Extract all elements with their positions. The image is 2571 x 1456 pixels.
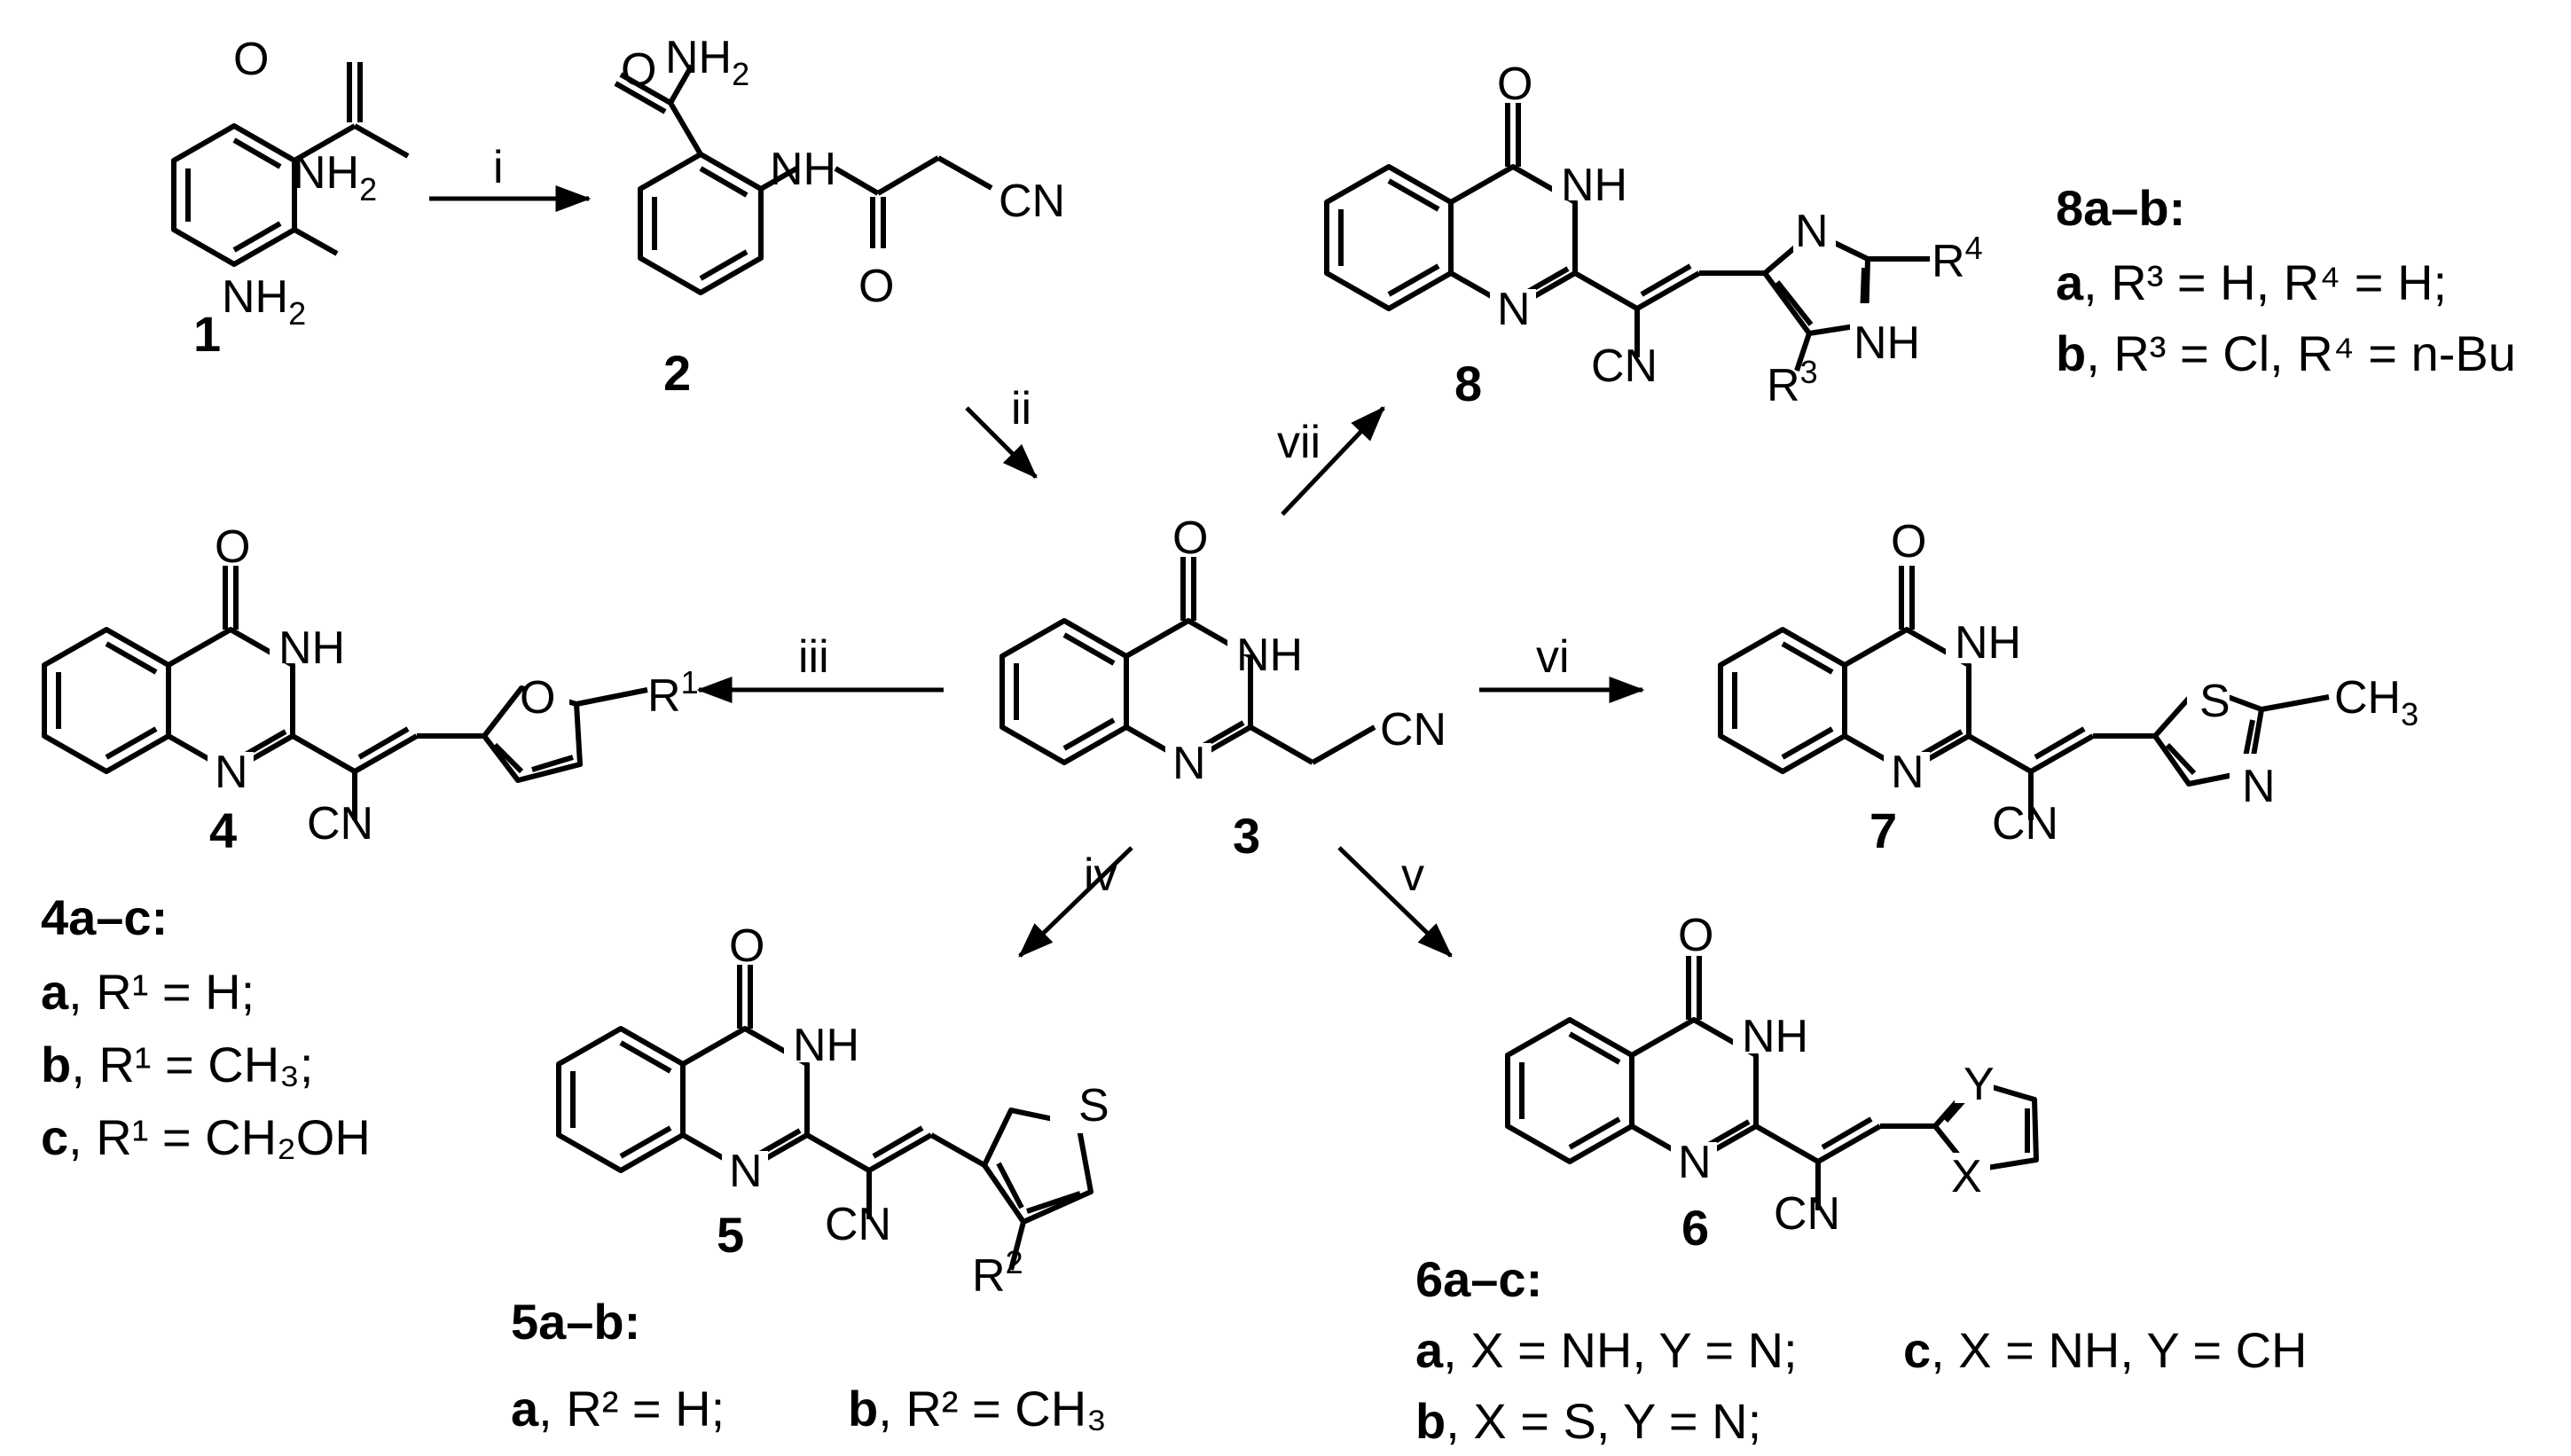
atom-cn: CN [1591, 341, 1658, 392]
reagent-v: v [1401, 849, 1424, 901]
atom-nh2: NH2 [222, 271, 306, 332]
caption-line: a, R³ = H, R⁴ = H; [2056, 254, 2447, 310]
compound-8 [1327, 103, 1930, 372]
atom-y: Y [1964, 1059, 1995, 1110]
compound-5 [559, 965, 1093, 1271]
compound-label-7: 7 [1869, 802, 1897, 858]
atom-s: S [2199, 676, 2230, 727]
caption-line: a, R² = H; [511, 1381, 725, 1436]
atom-n: N [215, 747, 248, 798]
reagent-vi: vi [1536, 631, 1570, 683]
atom-cn: CN [825, 1199, 891, 1250]
caption-5: 5a–b: a, R² = H; b, R² = CH₃ [511, 1294, 1107, 1436]
reagent-vii: vii [1277, 417, 1321, 468]
atom-nh2: NH2 [665, 32, 749, 92]
atom-nh: NH [278, 622, 345, 674]
compound-label-4: 4 [209, 802, 237, 858]
atom-cn: CN [999, 176, 1065, 227]
caption-4: 4a–c: a, R¹ = H; b, R¹ = CH₃; c, R¹ = CH… [41, 889, 371, 1165]
compound-label-3: 3 [1233, 808, 1260, 864]
atom-o: O [1172, 513, 1208, 564]
atom-n: N [1172, 738, 1206, 789]
atom-nh: NH [1561, 160, 1627, 211]
atom-n: N [1795, 206, 1829, 257]
atom-r4: R4 [1932, 230, 1983, 287]
caption-8: 8a–b: a, R³ = H, R⁴ = H; b, R³ = Cl, R⁴ … [2056, 180, 2516, 381]
caption-line: b, R² = CH₃ [848, 1381, 1107, 1436]
atom-o: O [1891, 516, 1926, 568]
atom-nh: NH [1955, 617, 2021, 669]
caption-line: b, R³ = Cl, R⁴ = n-Bu [2056, 325, 2516, 381]
arrow-vii [1281, 406, 1385, 516]
compound-label-8: 8 [1454, 356, 1482, 411]
atom-cn: CN [307, 798, 373, 849]
atom-nh: NH [1236, 630, 1303, 681]
caption-line: b, X = S, Y = N; [1415, 1393, 1761, 1449]
atom-x: X [1951, 1151, 1982, 1202]
caption-head: 6a–c: [1415, 1251, 1542, 1307]
reagent-iii: iii [798, 631, 829, 683]
compound-label-1: 1 [193, 306, 221, 362]
caption-line: c, X = NH, Y = CH [1903, 1322, 2307, 1378]
atom-n: N [729, 1146, 763, 1197]
caption-line: c, R¹ = CH₂OH [41, 1109, 371, 1165]
atom-nh: NH [1854, 317, 1920, 369]
arrow-ii [965, 406, 1038, 479]
atom-cn: CN [1774, 1188, 1840, 1240]
atom-r2: R2 [972, 1244, 1023, 1302]
arrow-v [1337, 846, 1453, 958]
compound-7 [1721, 566, 2330, 820]
atom-o: O [233, 34, 269, 85]
caption-line: a, R¹ = H; [41, 964, 255, 1020]
atom-nh2: NH2 [293, 147, 377, 207]
compound-6 [1508, 956, 2039, 1210]
atom-o: O [858, 261, 894, 312]
compound-1 [171, 62, 410, 267]
atom-n: N [1678, 1137, 1712, 1188]
caption-line: b, R¹ = CH₃; [41, 1037, 314, 1092]
caption-line: a, X = NH, Y = N; [1415, 1322, 1798, 1378]
atom-nh: NH [770, 144, 836, 195]
caption-head: 5a–b: [511, 1294, 640, 1350]
atom-r1: R1 [647, 664, 699, 722]
atom-cn: CN [1380, 704, 1446, 755]
reagent-iv: iv [1084, 849, 1117, 901]
atom-r3: R3 [1767, 354, 1818, 411]
atom-ch3: CH3 [2334, 672, 2418, 732]
atom-s: S [1078, 1080, 1109, 1131]
caption-6: 6a–c: a, X = NH, Y = N; c, X = NH, Y = C… [1415, 1251, 2307, 1449]
compound-3 [1002, 557, 1376, 782]
atom-o: O [729, 920, 764, 972]
compound-label-2: 2 [663, 345, 691, 401]
atom-n: N [1497, 284, 1531, 335]
atom-cn: CN [1992, 798, 2058, 849]
compound-label-6: 6 [1681, 1200, 1709, 1256]
reagent-i: i [493, 142, 504, 193]
reagent-ii: ii [1011, 383, 1031, 434]
atom-o: O [1497, 59, 1532, 110]
compound-2 [614, 64, 993, 295]
atom-n: N [1891, 747, 1924, 798]
caption-head: 8a–b: [2056, 180, 2185, 236]
compound-label-5: 5 [717, 1207, 744, 1263]
caption-head: 4a–c: [41, 889, 168, 945]
compound-4 [44, 566, 648, 820]
atom-o: O [520, 672, 555, 724]
atom-o: O [215, 521, 250, 573]
arrow-iv [1018, 846, 1133, 958]
atom-n: N [2242, 761, 2276, 812]
atom-o: O [621, 44, 656, 96]
atom-o: O [1678, 910, 1713, 961]
atom-nh: NH [793, 1020, 859, 1071]
atom-nh: NH [1742, 1011, 1808, 1062]
